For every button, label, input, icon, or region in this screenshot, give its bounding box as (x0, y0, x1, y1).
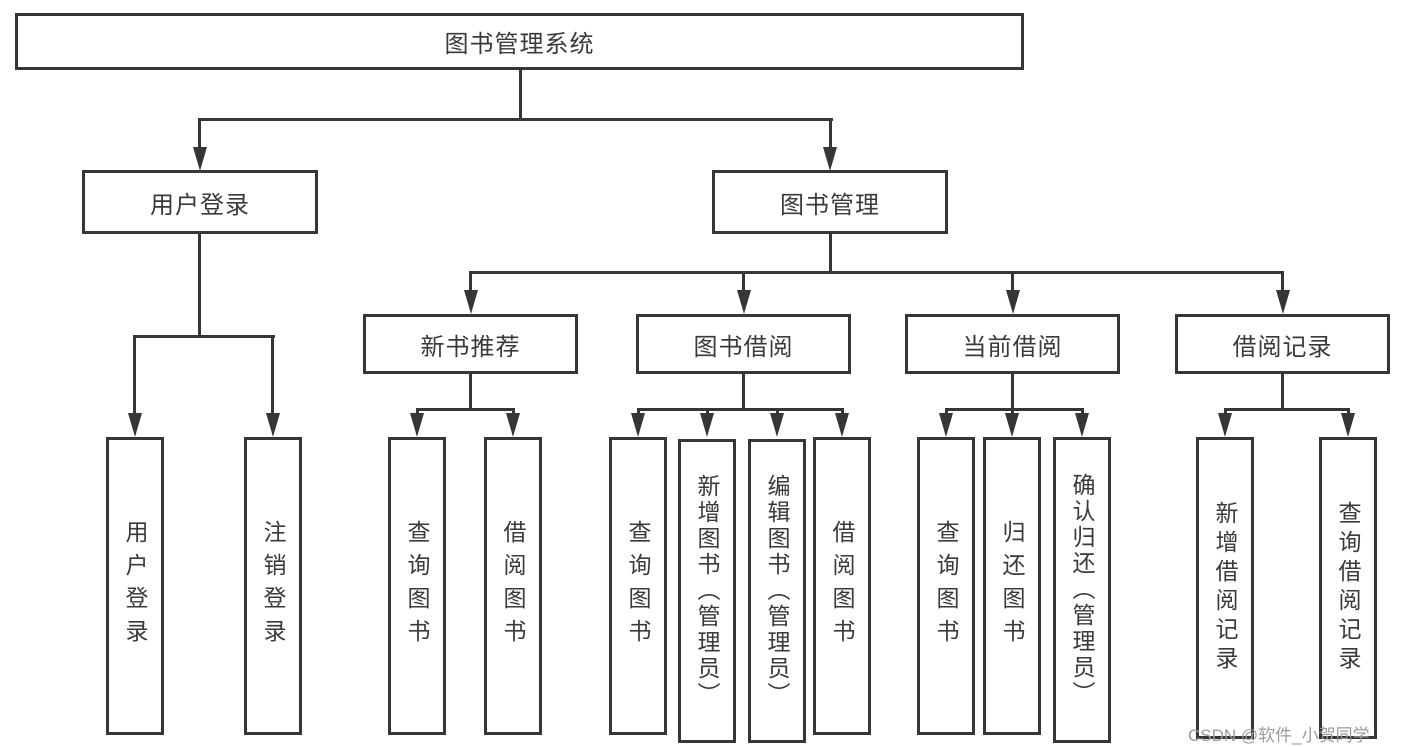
leaf-borrow-book-label: 借阅图书 (829, 520, 855, 652)
connector-line (1224, 408, 1350, 411)
leaf-query-borrow-record: 查询借阅记录 (1319, 437, 1377, 739)
connector-line (637, 408, 844, 411)
leaf-recommend-query-book-label: 查询图书 (404, 520, 430, 652)
leaf-borrow-query-book: 查询图书 (609, 437, 667, 735)
leaf-query-borrow-record-label: 查询借阅记录 (1335, 501, 1361, 675)
arrowhead-down-icon (266, 413, 280, 437)
connector-line (198, 118, 201, 152)
leaf-current-query-book-label: 查询图书 (933, 520, 959, 652)
arrowhead-down-icon (835, 413, 849, 437)
leaf-user-login-label: 用户登录 (122, 520, 148, 652)
node-current-borrow: 当前借阅 (905, 314, 1120, 374)
arrowhead-down-icon (193, 147, 207, 171)
arrowhead-down-icon (1075, 413, 1089, 437)
arrowhead-down-icon (1218, 413, 1232, 437)
node-user-login-label: 用户登录 (150, 191, 250, 219)
arrowhead-down-icon (631, 413, 645, 437)
leaf-recommend-borrow-book-label: 借阅图书 (500, 520, 526, 652)
connector-line (133, 335, 136, 417)
node-book-management-label: 图书管理 (780, 191, 880, 219)
arrowhead-down-icon (770, 413, 784, 437)
node-borrow-record-label: 借阅记录 (1232, 333, 1333, 361)
connector-line (199, 118, 833, 121)
node-current-borrow-label: 当前借阅 (962, 333, 1063, 361)
node-book-borrow: 图书借阅 (636, 314, 851, 374)
connector-line (742, 271, 745, 293)
arrowhead-down-icon (939, 413, 953, 437)
arrowhead-down-icon (700, 413, 714, 437)
node-new-book-recommend-label: 新书推荐 (420, 333, 521, 361)
node-user-login: 用户登录 (82, 170, 318, 234)
arrowhead-down-icon (128, 413, 142, 437)
arrowhead-down-icon (464, 290, 478, 314)
connector-line (519, 70, 522, 120)
leaf-add-book-admin: 新增图书（管理员） (678, 439, 736, 743)
connector-line (829, 234, 832, 273)
leaf-return-book: 归还图书 (983, 437, 1041, 735)
leaf-borrow-book: 借阅图书 (813, 437, 871, 735)
connector-line (1281, 374, 1284, 410)
node-book-management: 图书管理 (712, 170, 948, 234)
connector-line (1011, 374, 1014, 410)
leaf-confirm-return-admin: 确认归还（管理员） (1053, 437, 1111, 743)
leaf-logout: 注销登录 (244, 437, 302, 735)
arrowhead-down-icon (1006, 290, 1020, 314)
arrowhead-down-icon (1005, 413, 1019, 437)
node-root: 图书管理系统 (15, 13, 1024, 70)
leaf-logout-label: 注销登录 (260, 520, 286, 652)
leaf-add-borrow-record: 新增借阅记录 (1196, 437, 1254, 739)
leaf-user-login: 用户登录 (106, 437, 164, 735)
leaf-recommend-borrow-book: 借阅图书 (484, 437, 542, 735)
leaf-edit-book-admin-label: 编辑图书（管理员） (764, 474, 790, 708)
connector-line (1011, 271, 1014, 293)
connector-line (742, 374, 745, 410)
connector-line (271, 335, 274, 417)
leaf-edit-book-admin: 编辑图书（管理员） (748, 439, 806, 743)
leaf-current-query-book: 查询图书 (917, 437, 975, 735)
connector-line (469, 271, 472, 293)
connector-line (945, 408, 1084, 411)
connector-line (198, 234, 201, 335)
arrowhead-down-icon (1276, 290, 1290, 314)
leaf-add-borrow-record-label: 新增借阅记录 (1212, 501, 1238, 675)
node-root-label: 图书管理系统 (444, 31, 595, 58)
leaf-borrow-query-book-label: 查询图书 (625, 520, 651, 652)
connector-line (469, 374, 472, 410)
arrowhead-down-icon (737, 290, 751, 314)
connector-line (829, 118, 832, 152)
leaf-add-book-admin-label: 新增图书（管理员） (694, 474, 720, 708)
node-new-book-recommend: 新书推荐 (363, 314, 578, 374)
arrowhead-down-icon (823, 147, 837, 171)
node-borrow-record: 借阅记录 (1175, 314, 1390, 374)
arrowhead-down-icon (410, 413, 424, 437)
connector-line (134, 335, 275, 338)
node-book-borrow-label: 图书借阅 (693, 333, 794, 361)
connector-line (469, 271, 1284, 274)
csdn-watermark: CSDN @软件_小贺同学 (1188, 726, 1370, 745)
leaf-recommend-query-book: 查询图书 (388, 437, 446, 735)
arrowhead-down-icon (1341, 413, 1355, 437)
connector-line (416, 408, 515, 411)
connector-line (1281, 271, 1284, 293)
leaf-return-book-label: 归还图书 (999, 520, 1025, 652)
arrowhead-down-icon (506, 413, 520, 437)
leaf-confirm-return-admin-label: 确认归还（管理员） (1069, 473, 1095, 707)
